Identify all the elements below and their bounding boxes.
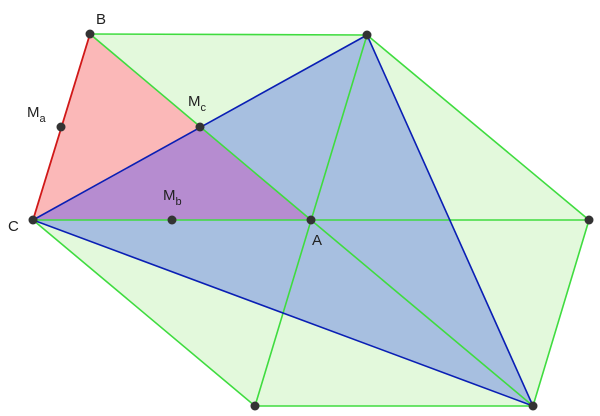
label-mb-sub: b [176,196,182,208]
point-bottom-left [250,401,260,411]
point-c [28,215,38,225]
purple-overlap-triangle [33,127,311,220]
point-ma [56,122,66,132]
edge-b-top [89,33,368,36]
points [28,29,594,411]
blue-edge-top-bottomright [366,34,534,407]
label-c: C [8,218,19,235]
edge-right-bottomright [532,219,590,407]
label-mc-sub: c [201,102,207,114]
point-a [306,215,316,225]
label-mb: Mb [163,187,182,208]
label-mc-main: M [188,93,201,110]
label-ma: Ma [27,104,47,125]
point-bottom-right [528,401,538,411]
point-mb [167,215,177,225]
segment-a-bottomright [310,219,534,407]
label-mb-main: M [163,187,176,204]
edge-top-right [366,34,590,221]
label-mc: Mc [188,93,207,114]
label-a: A [312,232,322,249]
point-mc [195,122,205,132]
point-b [85,29,95,39]
edge-bottomleft-c [32,219,256,407]
point-top [362,30,372,40]
point-right [584,215,594,225]
label-ma-sub: a [40,113,47,125]
label-ma-main: M [27,104,40,121]
blue-edge-c-bottomright [32,219,534,407]
label-b: B [96,11,106,28]
